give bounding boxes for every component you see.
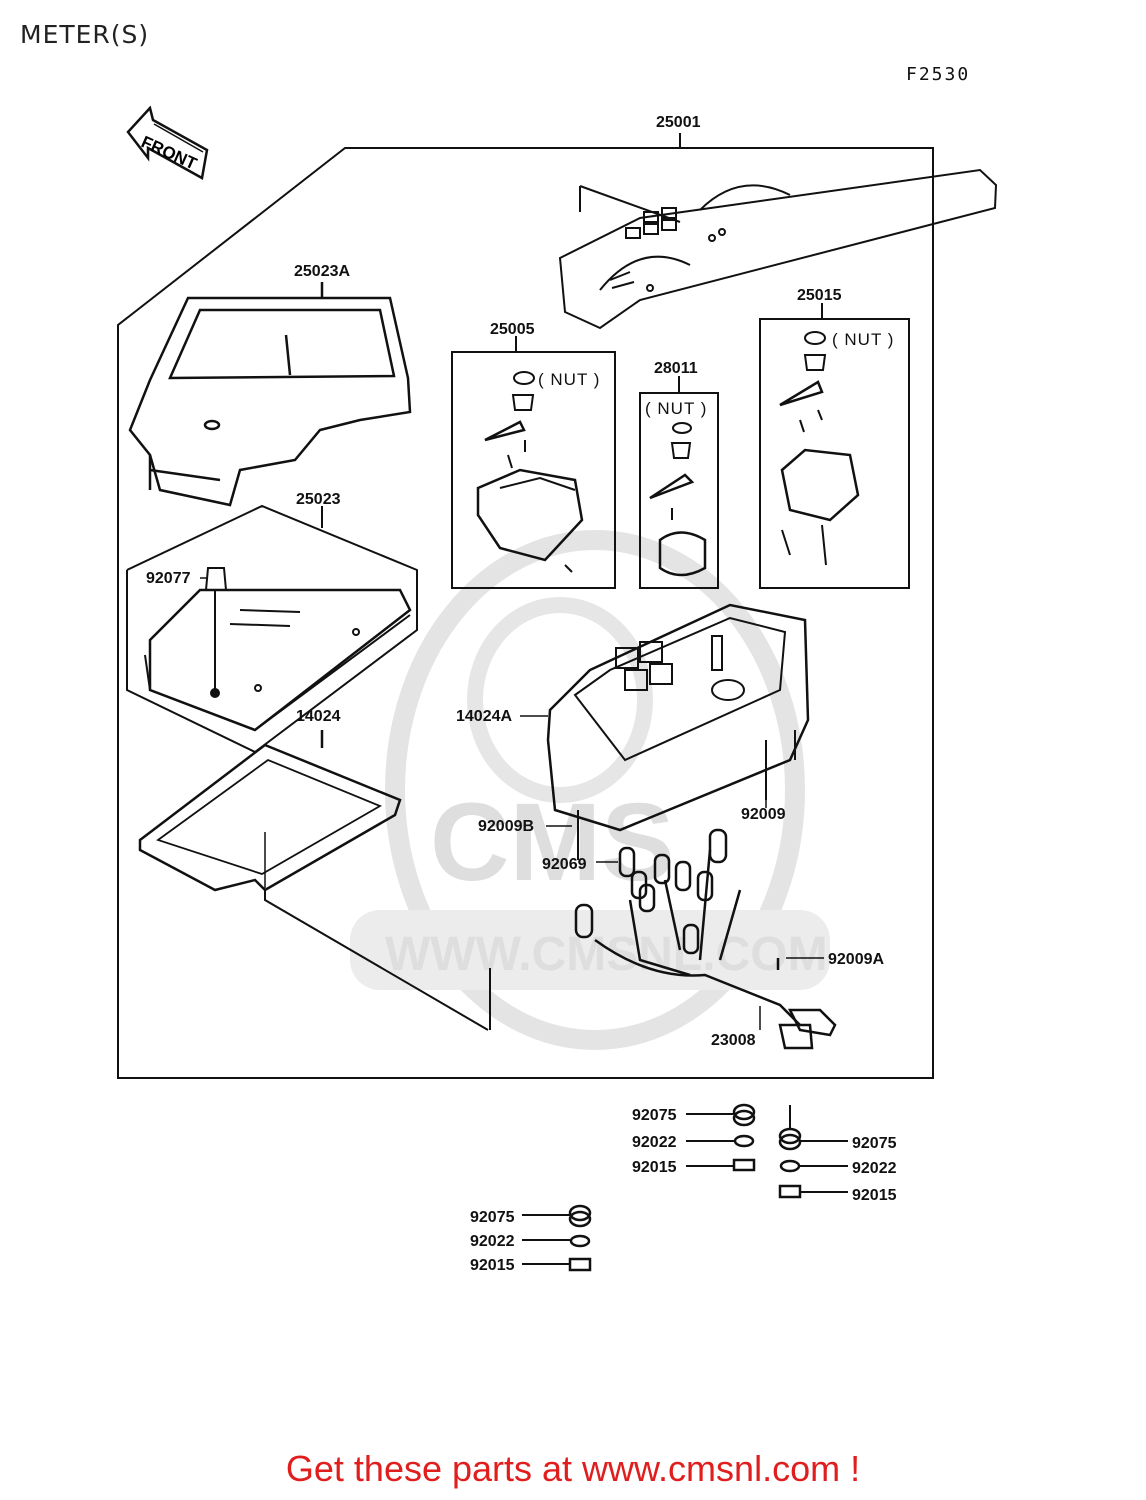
part-label-92075-a[interactable]: 92075 [632,1107,677,1124]
part-label-28011[interactable]: 28011 [654,360,698,377]
grommet-stack-1 [686,1103,756,1172]
meter-cover-bezel [128,282,412,507]
watermark-url: WWW.CMSNL.COM [385,928,828,981]
front-arrow-icon: FRONT [126,105,209,180]
footer-cta-link[interactable]: Get these parts at www.cmsnl.com ! [285,1448,861,1489]
part-label-92015-b[interactable]: 92015 [852,1187,897,1204]
part-label-92009A[interactable]: 92009A [828,951,884,968]
part-label-92009[interactable]: 92009 [741,806,786,823]
part-label-92077[interactable]: 92077 [146,570,191,587]
part-label-14024[interactable]: 14024 [296,708,341,725]
part-label-92022-c[interactable]: 92022 [470,1233,515,1250]
part-label-25015[interactable]: 25015 [797,287,842,304]
part-label-23008[interactable]: 23008 [711,1032,756,1049]
part-label-92075-b[interactable]: 92075 [852,1135,897,1152]
tachometer-movement-box [451,336,616,589]
parts-diagram: CMS WWW.CMSNL.COM FRONT [117,105,998,1274]
diagram-code: F2530 [906,64,971,85]
part-label-25023[interactable]: 25023 [296,491,341,508]
wiring-harness [574,828,837,1050]
lens-group [126,504,418,754]
leader-lines [200,577,824,1030]
nut-label-25015: ( NUT ) [832,330,894,349]
grommet-stack-2 [778,1105,848,1199]
part-label-92009B[interactable]: 92009B [478,818,534,835]
nut-label-25005: ( NUT ) [538,370,600,389]
gasket [138,730,491,1031]
part-label-25023A[interactable]: 25023A [294,263,350,280]
fuel-gauge-box [639,376,719,589]
part-label-92069[interactable]: 92069 [542,856,587,873]
watermark-logo: CMS [430,781,674,904]
part-label-92015-c[interactable]: 92015 [470,1257,515,1274]
dial-face-plate [558,168,998,330]
watermark: CMS WWW.CMSNL.COM [350,530,830,1050]
part-label-25001[interactable]: 25001 [656,114,701,131]
part-label-92015-a[interactable]: 92015 [632,1159,677,1176]
part-label-92022-b[interactable]: 92022 [852,1160,897,1177]
nut-label-28011: ( NUT ) [645,399,707,418]
part-label-25005[interactable]: 25005 [490,321,535,338]
part-label-14024A[interactable]: 14024A [456,708,512,725]
speedometer-movement-box [759,303,910,589]
meter-lower-case [546,603,810,860]
page-title: METER(S) [20,20,150,49]
assembly-outline [117,133,934,1079]
part-label-92075-c[interactable]: 92075 [470,1209,515,1226]
grommet-stack-3 [522,1204,592,1272]
part-label-92022-a[interactable]: 92022 [632,1134,677,1151]
